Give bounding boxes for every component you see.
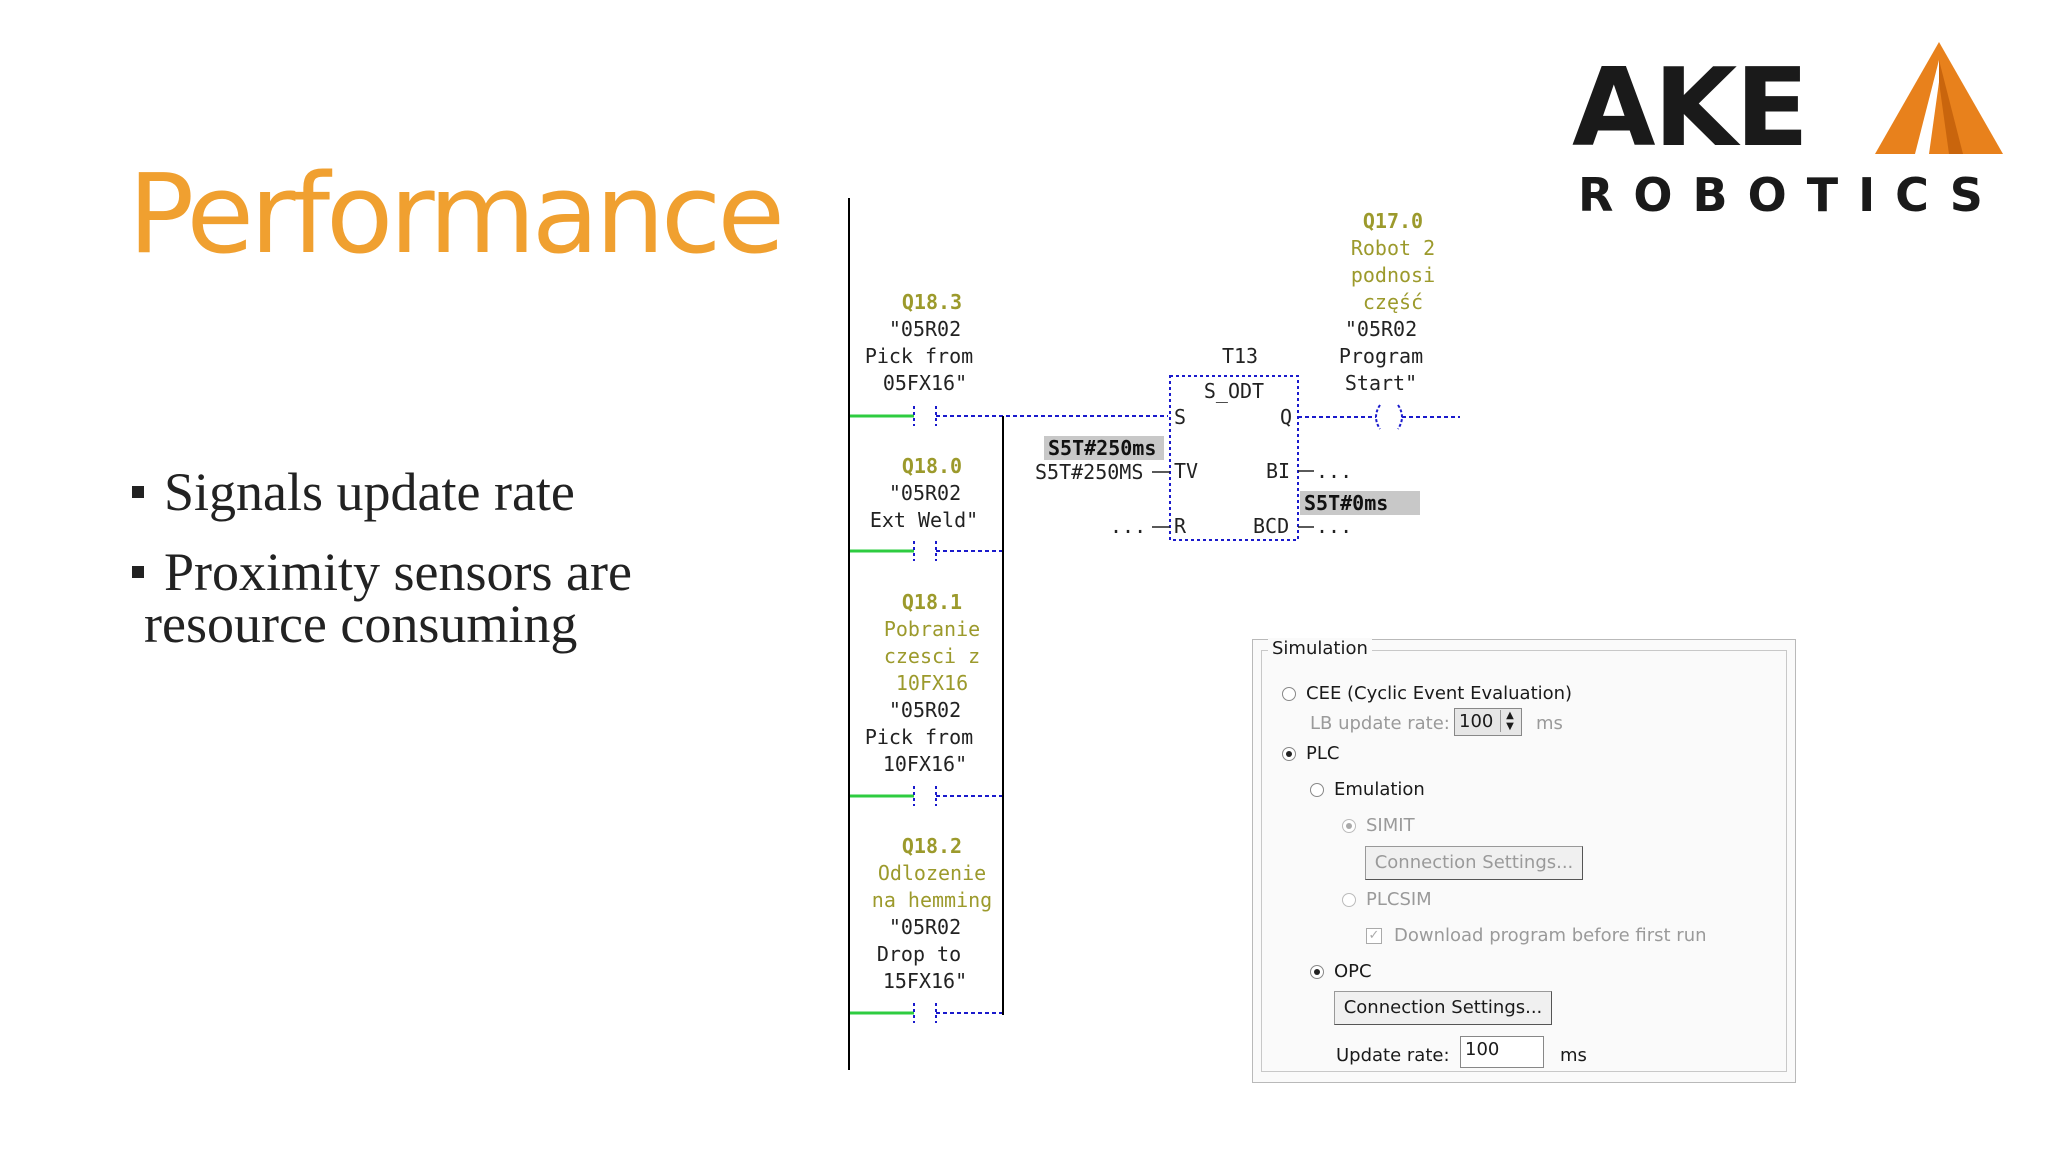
plcsim-radio[interactable]: PLCSIM	[1342, 889, 1432, 910]
contact-address: Q18.3	[902, 290, 962, 314]
update-rate-input[interactable]: 100	[1460, 1036, 1544, 1068]
bullet-marker	[132, 565, 144, 578]
opc-connection-settings-button[interactable]: Connection Settings...	[1334, 991, 1552, 1025]
logo-wordmark: AKE	[1572, 46, 1809, 171]
slide-title: Performance	[128, 150, 785, 278]
cee-radio[interactable]: CEE (Cyclic Event Evaluation)	[1282, 683, 1572, 704]
contact-symbol: "05R02	[889, 915, 961, 939]
simit-connection-settings-button[interactable]: Connection Settings...	[1365, 846, 1583, 880]
simit-label: SIMIT	[1366, 815, 1415, 836]
contact-comment: czesci z	[884, 644, 980, 668]
contact-symbol: "05R02	[889, 698, 961, 722]
contact-symbol: "05R02	[889, 481, 961, 505]
tv-highlight: S5T#250ms	[1048, 436, 1156, 460]
update-rate-unit: ms	[1560, 1045, 1587, 1066]
timer-pin-r: R	[1174, 514, 1187, 538]
coil-symbol: Start"	[1345, 371, 1417, 395]
contact-symbol: 10FX16"	[883, 752, 967, 776]
contact-address: Q18.1	[902, 590, 962, 614]
plc-label: PLC	[1306, 743, 1340, 764]
lb-rate-value: 100	[1459, 711, 1494, 732]
coil-comment: podnosi	[1351, 263, 1435, 287]
simulation-panel: Simulation CEE (Cyclic Event Evaluation)…	[1252, 638, 1796, 1083]
contact-q18-3: Q18.3 "05R02 Pick from 05FX16"	[850, 290, 1168, 426]
coil-address: Q17.0	[1363, 209, 1423, 233]
simulation-group: Simulation CEE (Cyclic Event Evaluation)…	[1261, 638, 1787, 1072]
bcd-highlight: S5T#0ms	[1304, 491, 1388, 515]
contact-q18-2: Q18.2 Odlozenie na hemming "05R02 Drop t…	[850, 834, 1003, 1023]
lb-rate-label: LB update rate:	[1310, 713, 1450, 734]
coil-symbol: "05R02	[1345, 317, 1417, 341]
timer-type: S_ODT	[1204, 379, 1264, 403]
spinner-arrows-icon[interactable]: ▲▼	[1500, 710, 1519, 732]
contact-comment: Odlozenie	[878, 861, 986, 885]
contact-symbol: "05R02	[889, 317, 961, 341]
radio-icon	[1342, 819, 1356, 833]
tv-highlight-box	[1044, 436, 1164, 460]
checkmark-icon: ✓	[1366, 928, 1382, 944]
contact-q18-1: Q18.1 Pobranie czesci z 10FX16 "05R02 Pi…	[850, 590, 1003, 806]
contact-comment: Pobranie	[884, 617, 980, 641]
radio-icon	[1310, 965, 1324, 979]
coil-comment: Robot 2	[1351, 236, 1435, 260]
bullet-text: Signals update rate	[164, 462, 575, 522]
bullet-text: Proximity sensors are	[164, 542, 632, 602]
opc-radio[interactable]: OPC	[1310, 961, 1372, 982]
contact-comment: 10FX16	[896, 671, 968, 695]
timer-name: T13	[1222, 344, 1258, 368]
contact-q18-0: Q18.0 "05R02 Ext Weld"	[850, 454, 1003, 561]
update-rate-label: Update rate:	[1336, 1045, 1450, 1066]
coil-q17-0: Q17.0 Robot 2 podnosi część "05R02 Progr…	[1298, 209, 1460, 430]
emulation-label: Emulation	[1334, 779, 1425, 800]
radio-icon	[1282, 747, 1296, 761]
timer-pin-tv: TV	[1174, 459, 1198, 483]
bullet-marker	[132, 485, 144, 498]
radio-icon	[1342, 893, 1356, 907]
coil-comment: część	[1363, 290, 1423, 314]
opc-label: OPC	[1334, 961, 1372, 982]
bcd-output: ...	[1316, 514, 1352, 538]
plcsim-label: PLCSIM	[1366, 889, 1432, 910]
plc-radio[interactable]: PLC	[1282, 743, 1339, 764]
contact-comment: na hemming	[872, 888, 992, 912]
timer-pin-bcd: BCD	[1253, 514, 1289, 538]
timer-pin-s: S	[1174, 405, 1186, 429]
tv-value: S5T#250MS	[1035, 460, 1143, 484]
r-input: ...	[1110, 514, 1146, 538]
contact-symbol: 15FX16"	[883, 969, 967, 993]
cee-label: CEE (Cyclic Event Evaluation)	[1306, 683, 1573, 704]
radio-icon	[1282, 687, 1296, 701]
contact-symbol: Ext Weld"	[870, 508, 978, 532]
bcd-highlight-box	[1300, 491, 1420, 515]
timer-block: T13 S_ODT S Q TV BI R BCD S5T#250ms S5T#…	[1035, 344, 1420, 541]
download-checkbox[interactable]: ✓ Download program before first run	[1366, 925, 1707, 946]
download-label: Download program before first run	[1394, 925, 1707, 946]
logo-triangle-icon	[1875, 42, 2003, 154]
bi-output: ...	[1316, 459, 1352, 483]
bullet-item: Signals update rate	[132, 465, 575, 519]
simulation-group-label: Simulation	[1268, 638, 1372, 659]
contact-address: Q18.2	[902, 834, 962, 858]
lb-rate-unit: ms	[1536, 713, 1563, 734]
bullet-text-continued: resource consuming	[144, 594, 578, 654]
timer-pin-q: Q	[1280, 405, 1292, 429]
contact-address: Q18.0	[902, 454, 962, 478]
bullet-item: Proximity sensors are	[132, 545, 632, 599]
timer-pin-bi: BI	[1266, 459, 1290, 483]
radio-icon	[1310, 783, 1324, 797]
emulation-radio[interactable]: Emulation	[1310, 779, 1425, 800]
lb-rate-input[interactable]: 100 ▲▼	[1454, 708, 1522, 736]
contact-symbol: Pick from	[865, 344, 973, 368]
simit-radio[interactable]: SIMIT	[1342, 815, 1415, 836]
contact-symbol: Drop to	[877, 942, 961, 966]
logo-subtitle: ROBOTICS	[1578, 168, 2003, 222]
coil-symbol: Program	[1339, 344, 1423, 368]
contact-symbol: Pick from	[865, 725, 973, 749]
contact-symbol: 05FX16"	[883, 371, 967, 395]
